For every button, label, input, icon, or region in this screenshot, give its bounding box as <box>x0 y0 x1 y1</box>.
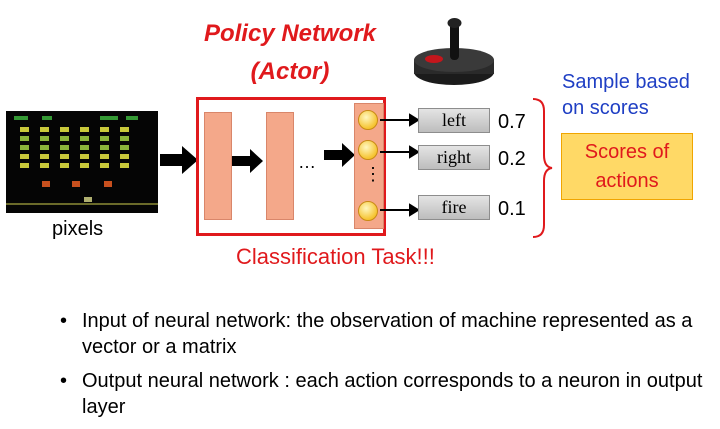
invader <box>120 154 129 159</box>
bullet-text: Output neural network : each action corr… <box>82 370 703 418</box>
invader <box>40 154 49 159</box>
curly-brace <box>532 98 553 238</box>
output-arrows <box>380 113 420 217</box>
scores-box-line2: actions <box>595 170 659 192</box>
output-neuron-right <box>358 140 378 160</box>
invader <box>20 127 29 132</box>
layer-1 <box>204 112 232 220</box>
bullet-item: • Output neural network : each action co… <box>60 368 710 420</box>
joystick-icon <box>414 18 494 85</box>
title-actor: (Actor) <box>250 58 330 85</box>
classification-task-label: Classification Task!!! <box>236 244 435 269</box>
invader <box>120 145 129 150</box>
bullet-item: • Input of neural network: the observati… <box>60 308 710 360</box>
invader <box>80 127 89 132</box>
invader <box>20 145 29 150</box>
output-neuron-left <box>358 110 378 130</box>
score-right: 0.2 <box>498 148 526 170</box>
bullet-list: • Input of neural network: the observati… <box>60 308 710 428</box>
input-arrow-icon <box>160 146 198 174</box>
score-fire: 0.1 <box>498 198 526 220</box>
invader <box>60 136 69 141</box>
invader <box>120 163 129 168</box>
invader <box>120 136 129 141</box>
invader <box>60 145 69 150</box>
invader <box>80 145 89 150</box>
output-neuron-fire <box>358 201 378 221</box>
policy-network-box <box>196 97 386 236</box>
action-left: left <box>418 108 490 133</box>
sample-note-line1: Sample based <box>562 71 690 93</box>
bullet-dot-icon: • <box>60 310 68 332</box>
pixels-label: pixels <box>52 218 104 240</box>
score-left: 0.7 <box>498 111 526 133</box>
sample-note-line2: on scores <box>562 97 649 119</box>
scores-of-actions-box: Scores of actions <box>561 133 693 200</box>
invader <box>120 127 129 132</box>
space-invaders-screen <box>6 111 158 213</box>
invader <box>40 127 49 132</box>
invader <box>40 145 49 150</box>
hidden-ellipsis: … <box>298 152 316 172</box>
output-ellipsis: ⋮ <box>364 164 382 184</box>
invader <box>40 163 49 168</box>
invader <box>60 163 69 168</box>
invader <box>100 163 109 168</box>
bullet-text: Input of neural network: the observation… <box>82 310 693 358</box>
title-policy-network: Policy Network <box>203 20 377 47</box>
invader <box>100 145 109 150</box>
invader <box>100 136 109 141</box>
scores-box-line1: Scores of <box>584 141 670 163</box>
invader <box>60 127 69 132</box>
invader <box>100 127 109 132</box>
action-fire: fire <box>418 195 490 220</box>
invader <box>40 136 49 141</box>
bullet-dot-icon: • <box>60 370 68 392</box>
action-right: right <box>418 145 490 170</box>
invader <box>60 154 69 159</box>
invader <box>20 136 29 141</box>
invader <box>80 163 89 168</box>
layer-2 <box>266 112 294 220</box>
invader <box>100 154 109 159</box>
layer-arrow-icon <box>324 143 355 167</box>
invader <box>80 154 89 159</box>
invader <box>20 154 29 159</box>
layer-arrow-icon <box>232 149 263 173</box>
invader <box>80 136 89 141</box>
invader <box>20 163 29 168</box>
